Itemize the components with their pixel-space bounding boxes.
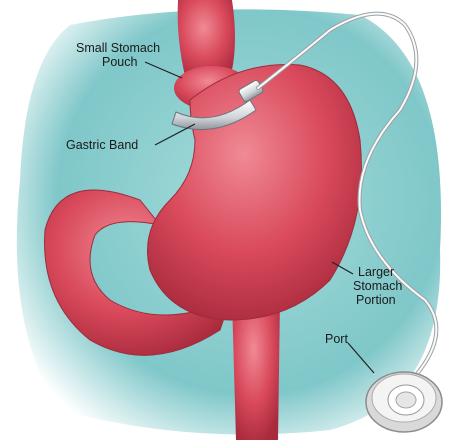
pouch-line1: Small Stomach <box>76 41 160 55</box>
port-icon <box>366 372 442 432</box>
label-port: Port <box>325 332 348 346</box>
lower-intestine <box>232 300 280 440</box>
larger-line1: Larger <box>358 265 394 279</box>
label-gastric-band: Gastric Band <box>66 138 138 152</box>
larger-line3: Portion <box>356 293 396 307</box>
pouch-line2: Pouch <box>102 55 137 69</box>
larger-line2: Stomach <box>353 279 402 293</box>
